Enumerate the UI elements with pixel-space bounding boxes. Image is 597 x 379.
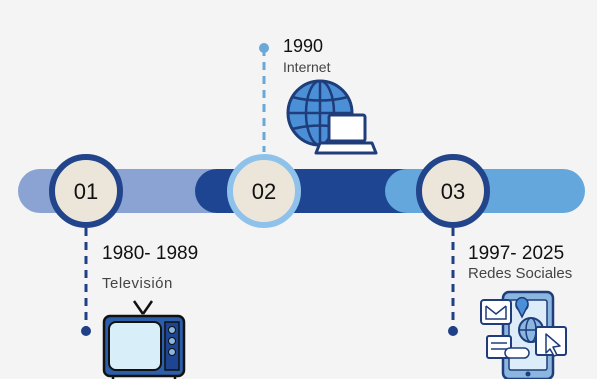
milestone-years: 1997- 2025 (468, 243, 564, 264)
milestone-circle-03: 03 (416, 154, 490, 228)
milestone-number: 03 (441, 179, 465, 204)
milestone-number: 02 (252, 179, 276, 204)
connector-02 (259, 43, 269, 152)
milestone-label: Televisión (102, 275, 173, 292)
milestone-label: Internet (283, 59, 331, 75)
globe-laptop-icon (286, 79, 378, 155)
milestone-years: 1980- 1989 (102, 243, 198, 264)
social-media-devices-icon (480, 290, 567, 379)
connector-01 (81, 214, 91, 336)
milestone-years: 1990 (283, 36, 323, 56)
milestone-number: 01 (74, 179, 98, 204)
television-icon (102, 300, 186, 379)
milestone-circle-02: 02 (227, 154, 301, 228)
milestone-circle-01: 01 (49, 154, 123, 228)
milestone-label: Redes Sociales (468, 265, 572, 282)
connector-03 (448, 214, 458, 336)
